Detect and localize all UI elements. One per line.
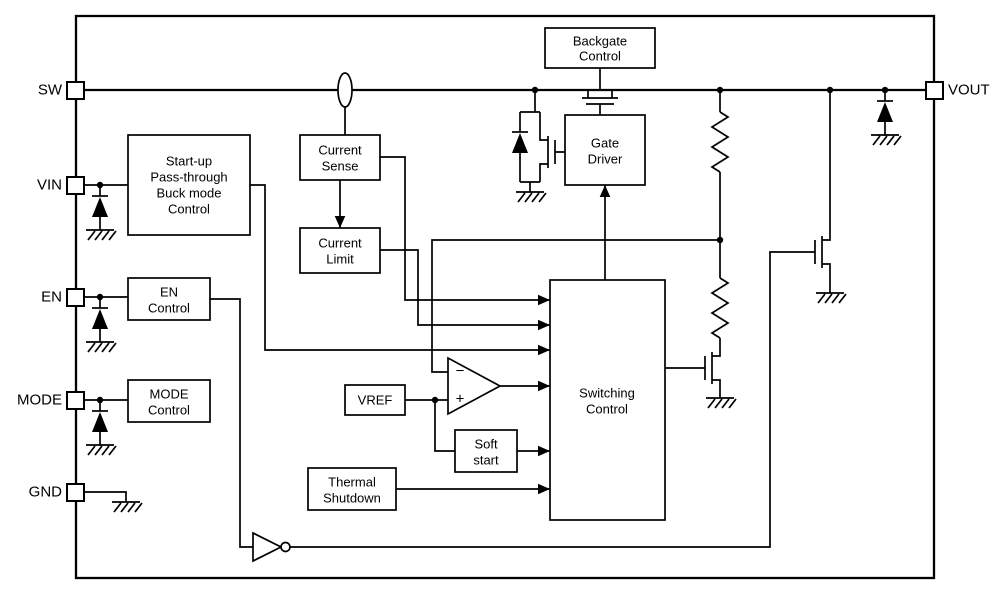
block-label: Driver (588, 152, 623, 167)
pin-gnd: GND (29, 483, 85, 502)
pins: SW VIN EN MODE GND VOUT (17, 81, 990, 502)
pin-mode: MODE (17, 391, 85, 410)
opamp-plus-label: + (456, 391, 465, 408)
block-label: Switching (579, 386, 635, 401)
block-label: Current (318, 236, 362, 251)
inverter-icon (252, 531, 291, 563)
block-label: Soft (474, 437, 498, 452)
ground-icon (85, 229, 117, 241)
mosfet-icon (704, 352, 713, 384)
wires (84, 68, 926, 548)
block-en-control: EN Control (127, 277, 211, 321)
block-thermal-shutdown: Thermal Shutdown (307, 467, 397, 511)
feedback-divider-leads (712, 90, 721, 398)
diode-icon (91, 195, 109, 218)
diode-icon (511, 131, 529, 154)
block-label: Buck mode (156, 186, 221, 201)
inverter-to-discharge-fet (290, 251, 815, 548)
feedback-to-opamp (431, 239, 720, 373)
resistor-icon (710, 277, 730, 339)
block-label: Sense (322, 159, 359, 174)
mosfet-icon (814, 236, 823, 268)
block-label: Control (168, 202, 210, 217)
diode-icon (876, 100, 894, 123)
block-label: Thermal (328, 475, 376, 490)
block-label: MODE (150, 387, 189, 402)
block-label: Start-up (166, 154, 212, 169)
block-label: Shutdown (323, 491, 381, 506)
pin-label: EN (41, 289, 62, 306)
ground-icon (515, 191, 547, 203)
encontrol-to-inverter (210, 298, 253, 548)
symbols: − + (85, 72, 902, 563)
clamp-branch-leads (519, 90, 548, 192)
block-gate-driver: Gate Driver (564, 114, 646, 186)
sense-element-icon (337, 72, 353, 108)
passfet-leads (587, 90, 613, 115)
diode-icon (91, 307, 109, 330)
junction-dots (96, 86, 889, 404)
block-label: EN (160, 285, 178, 300)
block-mode-control: MODE Control (127, 379, 211, 423)
block-label: Control (148, 403, 190, 418)
block-startup-control: Start-up Pass-through Buck mode Control (127, 134, 251, 236)
block-vref: VREF (344, 384, 406, 416)
block-soft-start: Soft start (454, 429, 518, 473)
pin-label: VOUT (948, 82, 990, 99)
function-blocks: Backgate Control Start-up Pass-through B… (127, 27, 666, 521)
block-label: Limit (326, 252, 354, 267)
ground-icon (85, 444, 117, 456)
block-label: Gate (591, 136, 619, 151)
ground-icon (815, 292, 847, 304)
block-label: Backgate (573, 34, 627, 49)
block-label: Current (318, 143, 362, 158)
block-label: Pass-through (150, 170, 227, 185)
block-label: Control (148, 301, 190, 316)
pin-vout: VOUT (925, 81, 990, 100)
resistor-icon (710, 111, 730, 173)
pin-label: SW (38, 82, 63, 99)
discharge-fet-leads (822, 90, 831, 293)
ground-icon (705, 397, 737, 409)
block-label: Control (586, 402, 628, 417)
opamp-minus-label: − (456, 363, 465, 380)
block-backgate-control: Backgate Control (544, 27, 656, 69)
block-current-limit: Current Limit (299, 227, 381, 274)
block-switching-control: Switching Control (549, 279, 666, 521)
vref-to-softstart (434, 400, 455, 452)
gnd-wire (84, 491, 127, 502)
current-sense-to-switching (380, 156, 550, 306)
pin-vin: VIN (37, 176, 85, 195)
current-limit-to-switching (380, 249, 550, 331)
pin-label: MODE (17, 392, 62, 409)
mosfet-icon (547, 136, 565, 168)
ground-icon (870, 134, 902, 146)
pin-sw: SW (38, 81, 85, 100)
ground-icon (111, 501, 143, 513)
ground-icon (85, 341, 117, 353)
block-current-sense: Current Sense (299, 134, 381, 181)
opamp-icon: − + (447, 356, 502, 416)
diode-icon (91, 410, 109, 433)
pin-en: EN (41, 288, 85, 307)
startup-to-switching (250, 184, 550, 356)
pin-label: GND (29, 484, 63, 501)
pin-label: VIN (37, 177, 62, 194)
mosfet-icon (582, 97, 618, 105)
block-label: VREF (358, 393, 393, 408)
block-label: start (473, 453, 499, 468)
block-label: Control (579, 49, 621, 64)
